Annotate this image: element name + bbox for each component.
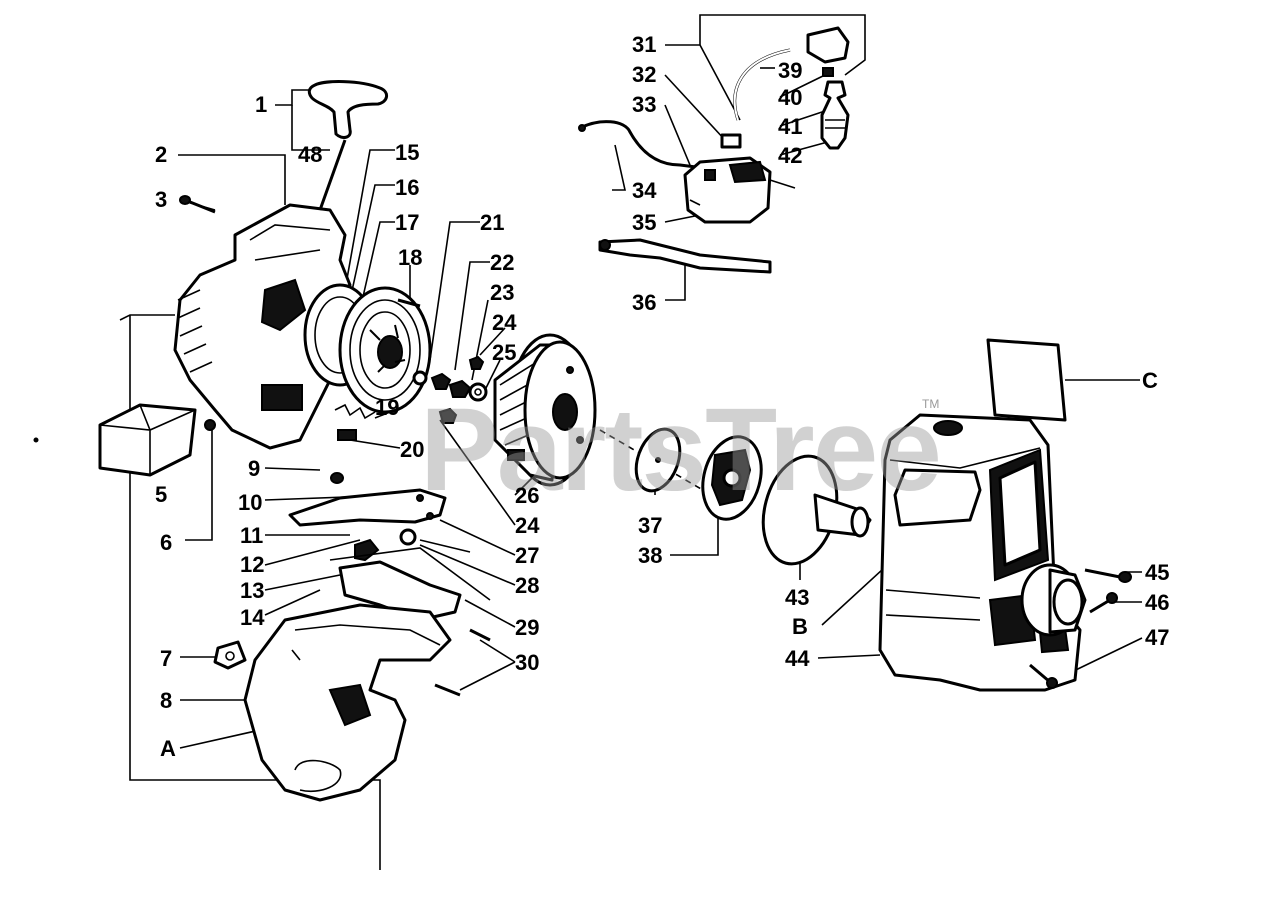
- housing-tube: [1020, 563, 1087, 637]
- callout-47: 47: [1145, 625, 1169, 650]
- watermark-text: PartsTree: [420, 384, 940, 516]
- callout-18: 18: [398, 245, 422, 270]
- screw-9: [330, 472, 344, 484]
- filter-block-5: [98, 403, 197, 477]
- callout-C: C: [1142, 368, 1158, 393]
- callout-15: 15: [395, 140, 419, 165]
- ignition-wire-39: [733, 48, 791, 121]
- callout-9: 9: [248, 456, 260, 481]
- clutch-38: [701, 435, 763, 521]
- callout-36: 36: [632, 290, 656, 315]
- screw-3: [179, 195, 216, 214]
- grommet-32: [720, 133, 742, 149]
- callout-33: 33: [632, 92, 656, 117]
- screws-30: [434, 628, 491, 697]
- callout-35: 35: [632, 210, 656, 235]
- callout-44: 44: [785, 646, 810, 671]
- callout-41: 41: [778, 114, 802, 139]
- callout-27: 27: [515, 543, 539, 568]
- callout-43: 43: [785, 585, 809, 610]
- callout-24: 24: [492, 310, 517, 335]
- terminal-40: [822, 67, 834, 77]
- callout-19: 19: [375, 395, 399, 420]
- starter-pulley: [338, 286, 432, 414]
- callout-10: 10: [238, 490, 262, 515]
- callout-39: 39: [778, 58, 802, 83]
- callout-24b: 24: [515, 513, 540, 538]
- spark-plug-42: [820, 80, 850, 150]
- callout-8: 8: [160, 688, 172, 713]
- spark-plug-boot: [806, 26, 850, 64]
- starter-handle: [307, 80, 388, 211]
- callout-B: B: [792, 614, 808, 639]
- callout-32: 32: [632, 62, 656, 87]
- callout-31: 31: [632, 32, 656, 57]
- housing-44: [878, 413, 1082, 692]
- clutch-drum-43: [761, 454, 872, 566]
- washer-37: [634, 427, 682, 493]
- callout-A: A: [160, 736, 176, 761]
- leader-lines: [119, 14, 1143, 870]
- engine-cover-lower: [243, 603, 452, 802]
- callout-37: 37: [638, 513, 662, 538]
- watermark: PartsTree TM: [420, 384, 942, 516]
- callout-labels: 1 2 3 5 6 7 8 A 9 10 11 12 13 14 15 16 1…: [155, 32, 1169, 761]
- callout-30: 30: [515, 650, 539, 675]
- speck: [33, 437, 39, 443]
- flywheel: [493, 333, 597, 487]
- callout-1: 1: [255, 92, 267, 117]
- throttle-parts-11-14: [329, 528, 491, 622]
- callout-28: 28: [515, 573, 539, 598]
- cylinder-shield-10: [288, 488, 447, 527]
- callout-16: 16: [395, 175, 419, 200]
- callout-3: 3: [155, 187, 167, 212]
- callout-40: 40: [778, 85, 802, 110]
- callout-45: 45: [1145, 560, 1169, 585]
- callout-5: 5: [155, 482, 167, 507]
- screw-6: [204, 419, 216, 431]
- watermark-trademark: TM: [922, 397, 939, 411]
- engine-housing: [173, 203, 352, 450]
- callout-14: 14: [240, 605, 265, 630]
- callout-13: 13: [240, 578, 264, 603]
- ignition-wire-34: [578, 120, 721, 172]
- callout-21: 21: [480, 210, 504, 235]
- pin-18: [397, 298, 421, 308]
- callout-34: 34: [632, 178, 657, 203]
- callout-42: 42: [778, 143, 802, 168]
- callout-2: 2: [155, 142, 167, 167]
- callout-17: 17: [395, 210, 419, 235]
- callout-26: 26: [515, 483, 539, 508]
- callout-25: 25: [492, 340, 516, 365]
- callout-11: 11: [240, 523, 263, 548]
- callout-23: 23: [490, 280, 514, 305]
- callout-12: 12: [240, 552, 264, 577]
- callout-46: 46: [1145, 590, 1169, 615]
- callout-7: 7: [160, 646, 172, 671]
- callout-22: 22: [490, 250, 514, 275]
- callout-20: 20: [400, 437, 424, 462]
- screws-45-47: [1029, 568, 1132, 689]
- ground-strip-36: [598, 238, 772, 274]
- callout-29: 29: [515, 615, 539, 640]
- spring-19-20: [334, 403, 376, 441]
- nut-7: [213, 640, 247, 670]
- callout-48: 48: [298, 142, 322, 167]
- decal-C: [986, 338, 1067, 422]
- callout-6: 6: [160, 530, 172, 555]
- ignition-module-35: [683, 156, 796, 224]
- callout-38: 38: [638, 543, 662, 568]
- small-parts-21-25: [412, 355, 488, 424]
